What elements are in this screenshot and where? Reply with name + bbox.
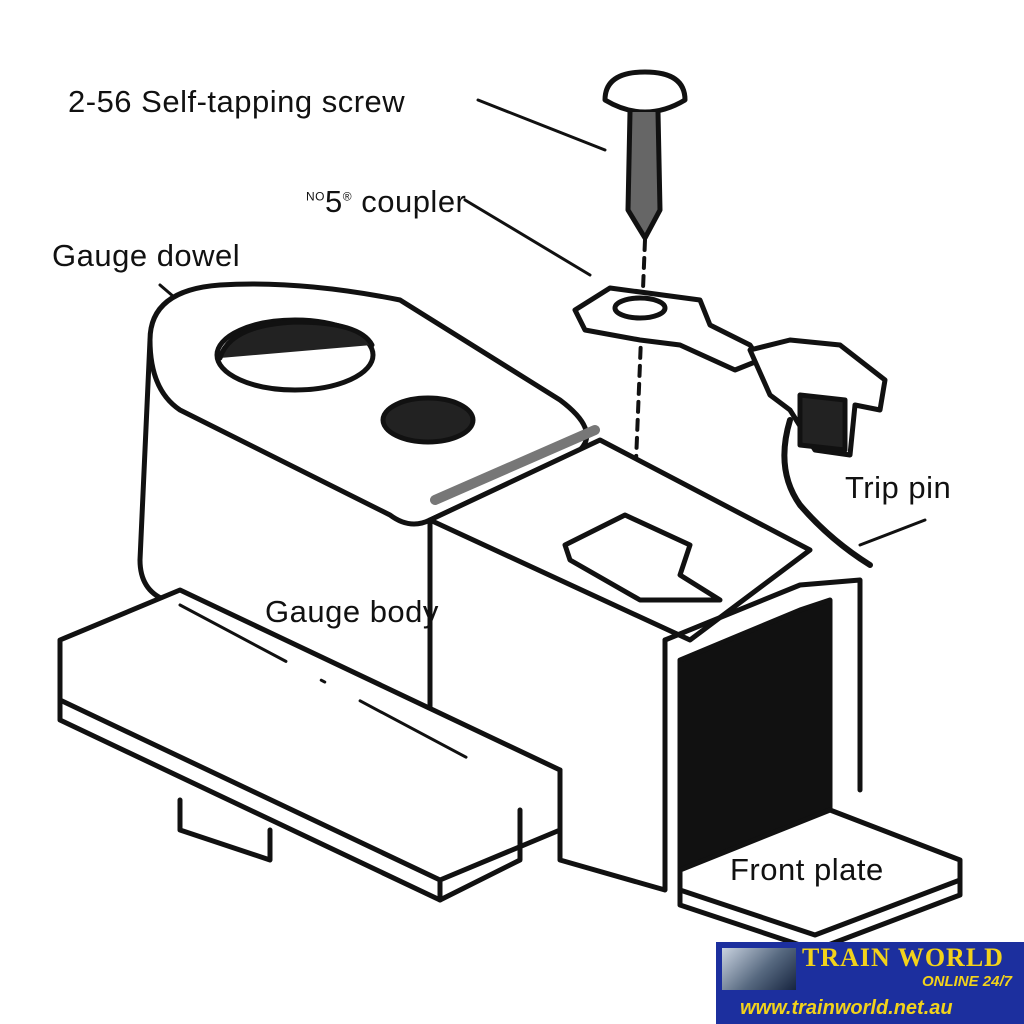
- coupler-registered-mark: ®: [342, 189, 353, 204]
- screw-leader: [476, 98, 607, 152]
- website-url: www.trainworld.net.au: [740, 997, 953, 1019]
- coupler-label: NO5® coupler: [306, 184, 466, 220]
- tagline: ONLINE 24/7: [921, 973, 1012, 990]
- screw: [602, 69, 688, 562]
- coupler-number-prefix: NO: [306, 189, 325, 204]
- dowel-label: Gauge dowel: [52, 238, 241, 273]
- coupler: [572, 285, 888, 568]
- trip-pin-leader: [858, 518, 927, 547]
- body-label: Gauge body: [265, 594, 439, 629]
- brand-name: TRAIN WORLD: [802, 943, 1004, 972]
- trip-pin-label: Trip pin: [845, 470, 952, 505]
- trainworld-watermark: TRAIN WORLD ONLINE 24/7 www.trainworld.n…: [716, 942, 1024, 1024]
- coupler-leader: [463, 198, 592, 277]
- gauge-body: [57, 281, 963, 953]
- screw-label: 2-56 Self-tapping screw: [68, 84, 406, 119]
- coupler-text: coupler: [352, 184, 467, 219]
- locomotive-photo: [722, 948, 796, 990]
- coupler-number: 5: [325, 184, 343, 219]
- front-plate-label: Front plate: [730, 852, 884, 887]
